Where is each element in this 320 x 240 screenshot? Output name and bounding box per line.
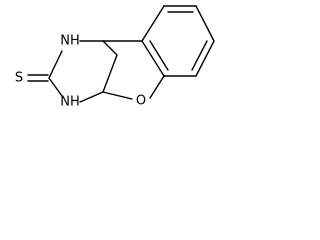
bond-bridgehead-top-ch2 [102, 40, 118, 56]
bond-bridgehead-bottom-oxygen [102, 91, 133, 100]
benzene-bond-3 [195, 5, 215, 42]
benzene-ring [141, 5, 215, 77]
thione-double-bond [27, 74, 49, 82]
atom-label-nh-bottom: NH [60, 95, 80, 110]
bridge-ring [102, 40, 165, 100]
atom-label-sulfur: S [15, 71, 23, 86]
benzene-bond-4-inner [191, 40, 208, 71]
benzene-bond-6 [141, 40, 165, 77]
atom-label-nh-top: NH [60, 34, 80, 49]
bond-oxygen-aromatic [149, 75, 165, 99]
thiourea-ring [48, 40, 104, 103]
bond-n-bottom-bridgehead [79, 91, 104, 103]
benzene-bond-6-inner [149, 40, 169, 71]
bond-c2-n-top [48, 50, 63, 79]
atom-label-oxygen: O [136, 94, 146, 109]
benzene-bond-4 [195, 40, 215, 77]
benzene-bond-1 [141, 5, 165, 42]
chemical-structure-diagram: NH NH S O [15, 5, 215, 110]
bond-c2-n-bottom [48, 77, 63, 97]
bond-ch2-bridgehead-bottom [102, 54, 118, 93]
